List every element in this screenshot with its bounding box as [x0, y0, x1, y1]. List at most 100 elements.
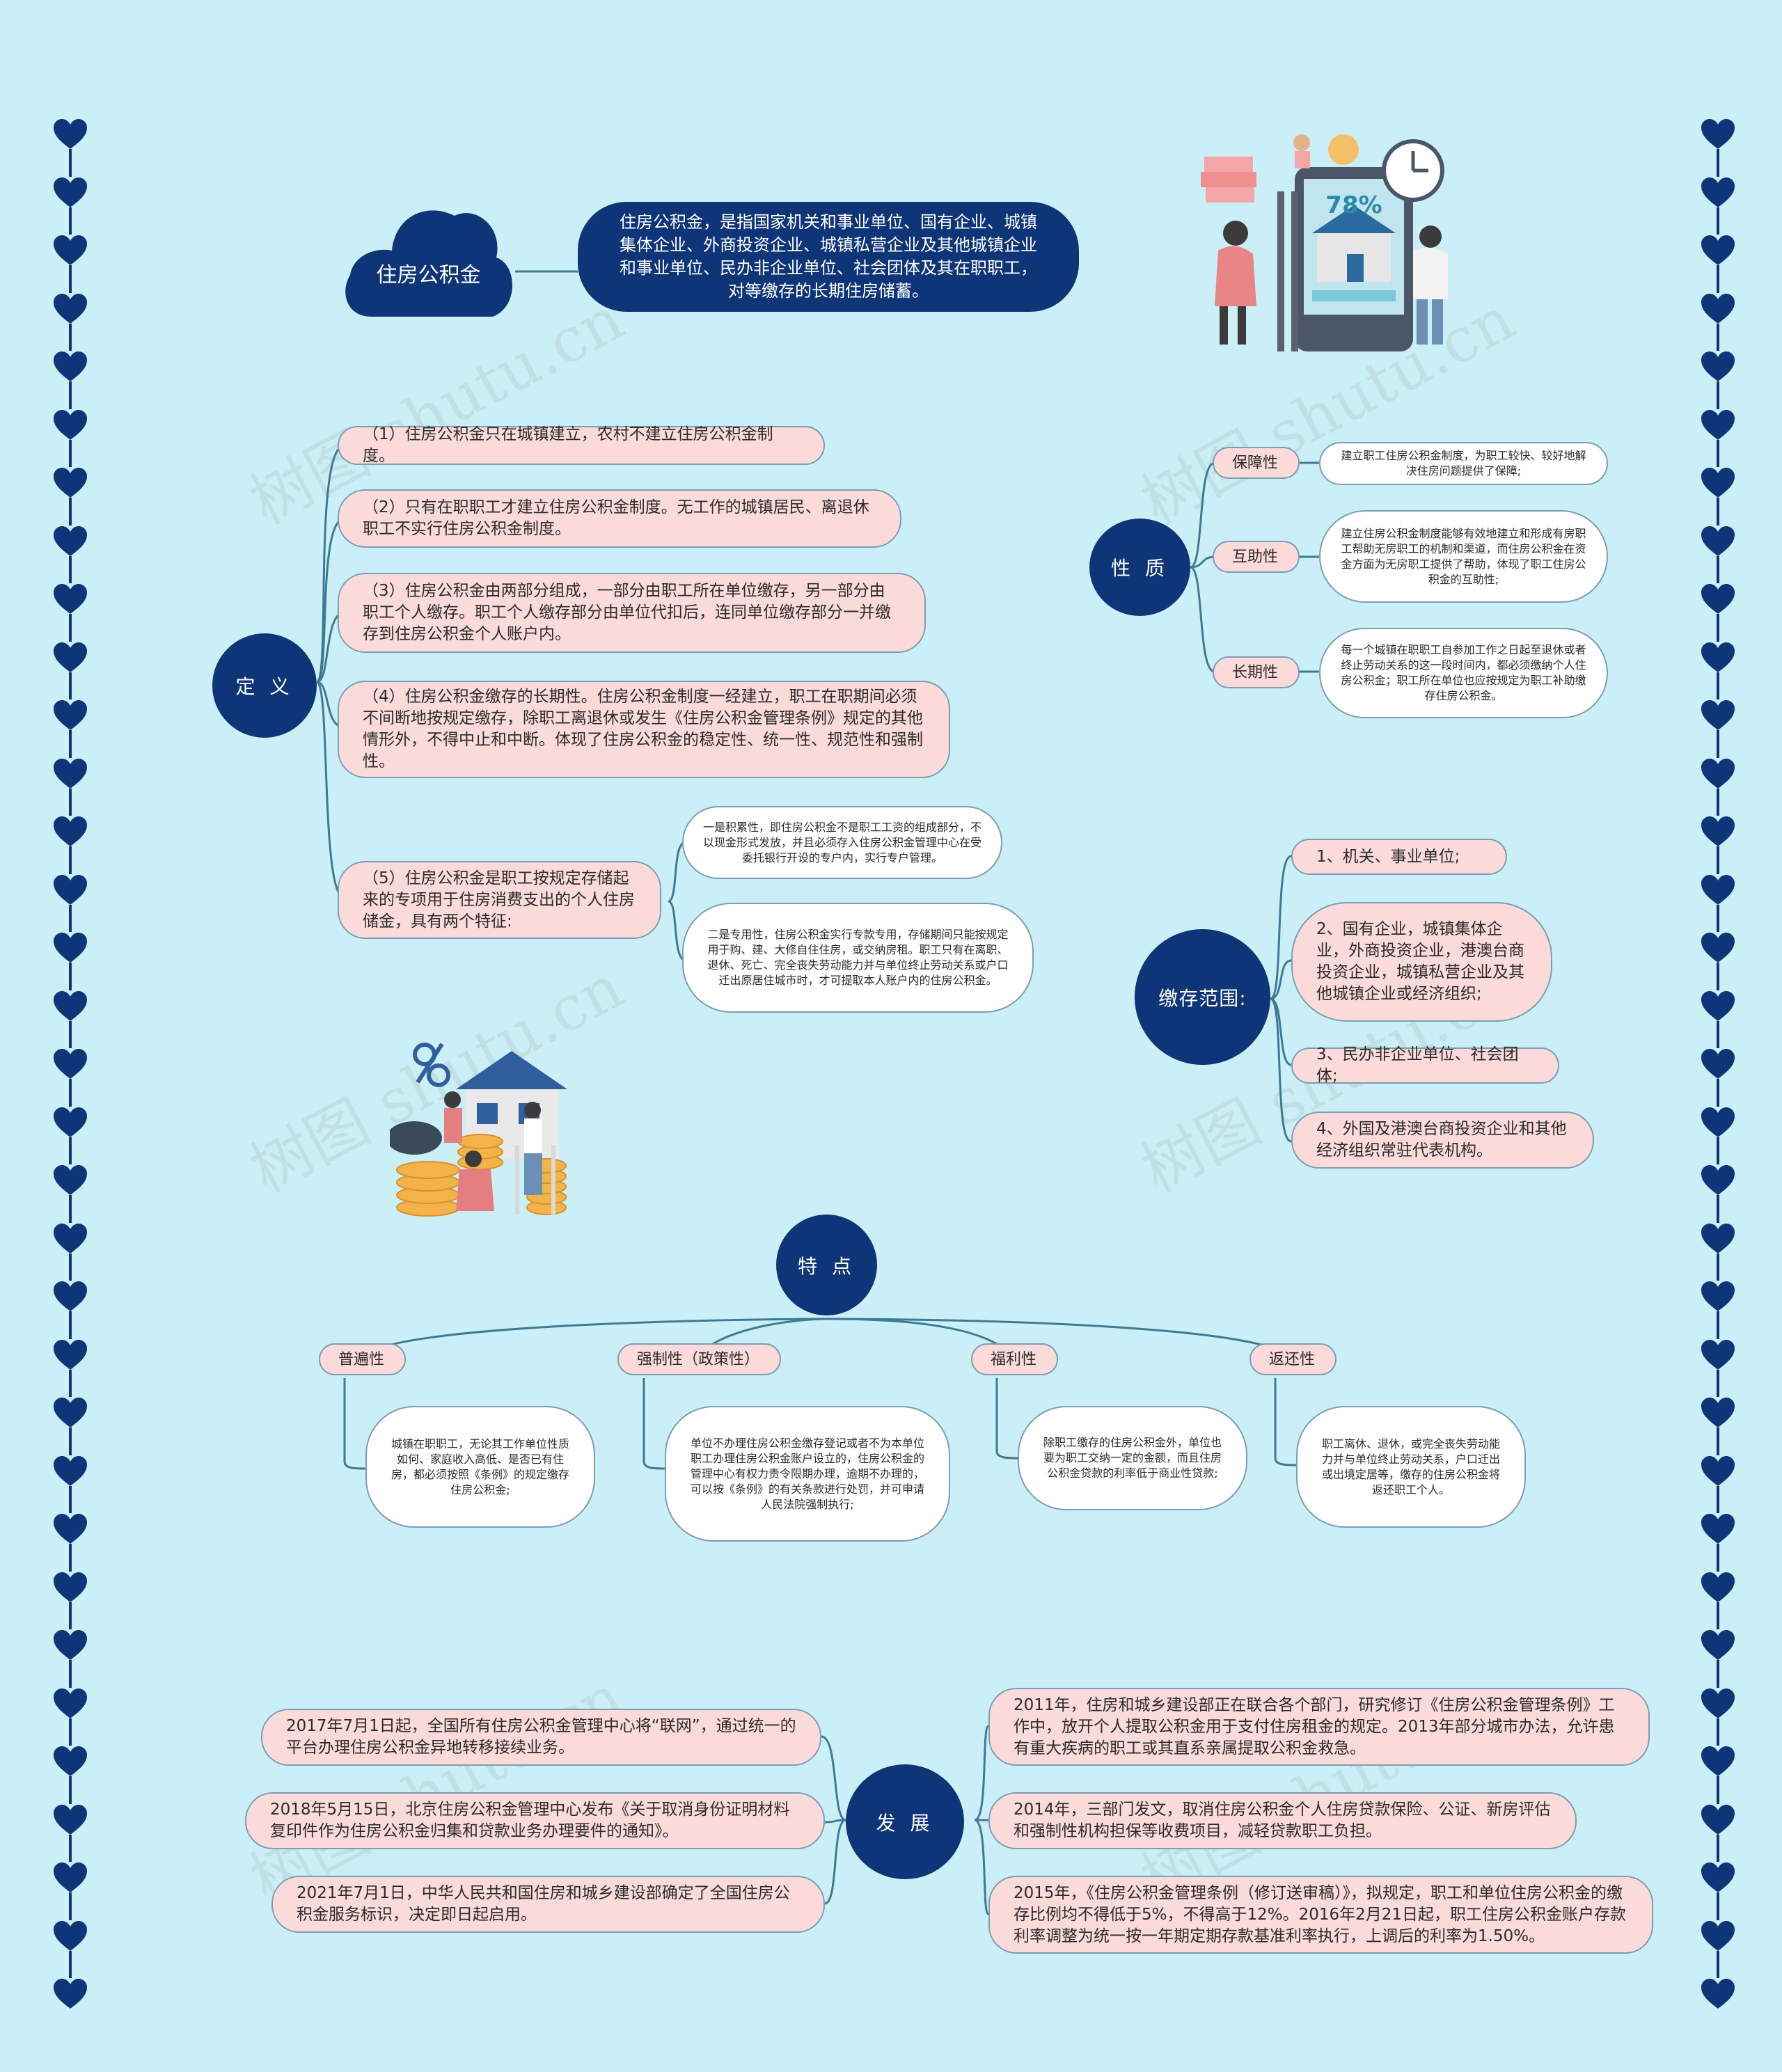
xingzhi-name-2: 互助性: [1213, 541, 1300, 573]
heart-icon: [52, 1281, 88, 1313]
heart-connector: [69, 846, 72, 874]
tedian-name-4: 返还性: [1249, 1343, 1336, 1375]
heart-connector: [1717, 381, 1719, 409]
heart-connector: [1717, 1079, 1719, 1107]
heart-connector: [69, 1428, 72, 1455]
heart-icon: [1700, 1107, 1736, 1139]
heart-icon: [52, 1978, 88, 2010]
heart-connector: [69, 1544, 72, 1572]
dingyi-item-3: （3）住房公积金由两部分组成，一部分由职工所在单位缴存，另一部分由职工个人缴存。…: [338, 573, 926, 653]
heart-connector: [69, 1602, 72, 1629]
heart-icon: [52, 351, 88, 383]
heart-connector: [1717, 1834, 1719, 1862]
heart-icon: [1700, 1862, 1736, 1894]
heart-connector: [69, 1137, 72, 1164]
heart-icon: [52, 1920, 88, 1952]
cloud-icon: [345, 210, 513, 317]
hub-xingzhi: 性 质: [1089, 519, 1190, 616]
fanwei-item-4: 4、外国及港澳台商投资企业和其他经济组织常驻代表机构。: [1291, 1112, 1594, 1169]
heart-connector: [1717, 1544, 1719, 1572]
heart-icon: [52, 235, 88, 267]
heart-icon: [1700, 1048, 1736, 1080]
heart-connector: [69, 963, 72, 990]
fanwei-item-3: 3、民办非企业单位、社会团体;: [1291, 1045, 1559, 1085]
heart-connector: [1717, 672, 1719, 699]
heart-icon: [52, 758, 88, 790]
heart-connector: [69, 498, 72, 525]
illustration-percent: 78%: [1325, 191, 1382, 219]
heart-icon: [1700, 642, 1736, 674]
hub-tedian: 特 点: [776, 1215, 877, 1315]
heart-icon: [52, 1397, 88, 1429]
root-definition: 住房公积金，是指国家机关和事业单位、国有企业、城镇集体企业、外商投资企业、城镇私…: [578, 202, 1079, 312]
heart-icon: [1700, 351, 1736, 383]
heart-icon: [52, 642, 88, 674]
heart-connector: [1717, 1950, 1719, 1978]
heart-icon: [1700, 699, 1736, 731]
heart-connector: [1717, 614, 1719, 642]
dingyi-item-2: （2）只有在职职工才建立住房公积金制度。无工作的城镇居民、离退休职工不实行住房公…: [338, 489, 901, 548]
heart-icon: [52, 467, 88, 499]
heart-connector: [1717, 323, 1719, 351]
heart-connector: [1717, 1020, 1719, 1048]
tedian-desc-2: 单位不办理住房公积金缴存登记或者不为本单位职工办理住房公积金账户设立的，住房公积…: [665, 1406, 950, 1542]
heart-connector: [1717, 207, 1719, 235]
root-cloud: 住房公积金: [340, 195, 517, 317]
phone-house-illustration: 78%: [1197, 129, 1462, 351]
heart-connector: [1717, 1253, 1719, 1281]
heart-connector: [69, 1892, 72, 1920]
heart-icon: [1700, 1223, 1736, 1255]
fazhan-left-1: 2017年7月1日起，全国所有住房公积金管理中心将“联网”，通过统一的平台办理住…: [261, 1709, 821, 1766]
heart-icon: [1700, 1978, 1736, 2010]
hub-fazhan: 发 展: [846, 1764, 964, 1879]
heart-icon: [1700, 1804, 1736, 1836]
heart-connector: [1717, 265, 1719, 293]
fazhan-right-3: 2015年，《住房公积金管理条例（修订送审稿）》，拟规定，职工和单位住房公积金的…: [988, 1876, 1653, 1954]
heart-icon: [52, 990, 88, 1022]
heart-icon: [52, 1572, 88, 1604]
heart-icon: [52, 118, 88, 150]
heart-icon: [1700, 409, 1736, 441]
fazhan-left-3: 2021年7月1日，中华人民共和国住房和城乡建设部确定了全国住房公积金服务标识，…: [271, 1876, 825, 1933]
hub-dingyi: 定 义: [212, 633, 317, 738]
heart-connector: [1717, 439, 1719, 467]
heart-icon: [1700, 235, 1736, 267]
heart-connector: [69, 730, 72, 758]
heart-connector: [1717, 498, 1719, 525]
heart-connector: [69, 1079, 72, 1107]
xingzhi-desc-3: 每一个城镇在职职工自参加工作之日起至退休或者终止劳动关系的这一段时间内，都必须缴…: [1319, 628, 1608, 718]
xingzhi-name-3: 长期性: [1213, 656, 1300, 688]
heart-connector: [1717, 846, 1719, 874]
heart-connector: [1717, 1428, 1719, 1455]
heart-connector: [1717, 730, 1719, 758]
heart-connector: [69, 439, 72, 467]
fazhan-right-1: 2011年，住房和城乡建设部正在联合各个部门，研究修订《住房公积金管理条例》工作…: [988, 1688, 1650, 1766]
heart-icon: [52, 816, 88, 848]
heart-connector: [69, 1776, 72, 1804]
dingyi-feature-2: 二是专用性，住房公积金实行专款专用，存储期间只能按规定用于购、建、大修自住住房，…: [682, 903, 1034, 1013]
heart-icon: [52, 1164, 88, 1196]
heart-icon: [52, 1629, 88, 1661]
heart-connector: [69, 1660, 72, 1688]
heart-connector: [69, 1020, 72, 1048]
heart-connector: [1717, 963, 1719, 990]
heart-icon: [52, 1107, 88, 1139]
heart-icon: [1700, 525, 1736, 557]
heart-icon: [1700, 932, 1736, 964]
xingzhi-name-1: 保障性: [1213, 447, 1300, 479]
heart-connector: [69, 265, 72, 293]
heart-icon: [1700, 177, 1736, 209]
heart-connector: [69, 207, 72, 235]
heart-connector: [69, 149, 72, 177]
heart-icon: [1700, 1455, 1736, 1487]
heart-icon: [52, 177, 88, 209]
tedian-name-2: 强制性（政策性）: [617, 1343, 781, 1375]
dingyi-item-5: （5）住房公积金是职工按规定存储起来的专项用于住房消费支出的个人住房储金，具有两…: [338, 861, 661, 939]
heart-icon: [52, 293, 88, 325]
heart-icon: [1700, 118, 1736, 150]
heart-icon: [52, 1455, 88, 1487]
heart-icon: [1700, 1688, 1736, 1720]
heart-connector: [1717, 1485, 1719, 1513]
heart-connector: [69, 1253, 72, 1281]
fanwei-item-1: 1、机关、事业单位;: [1291, 839, 1507, 875]
